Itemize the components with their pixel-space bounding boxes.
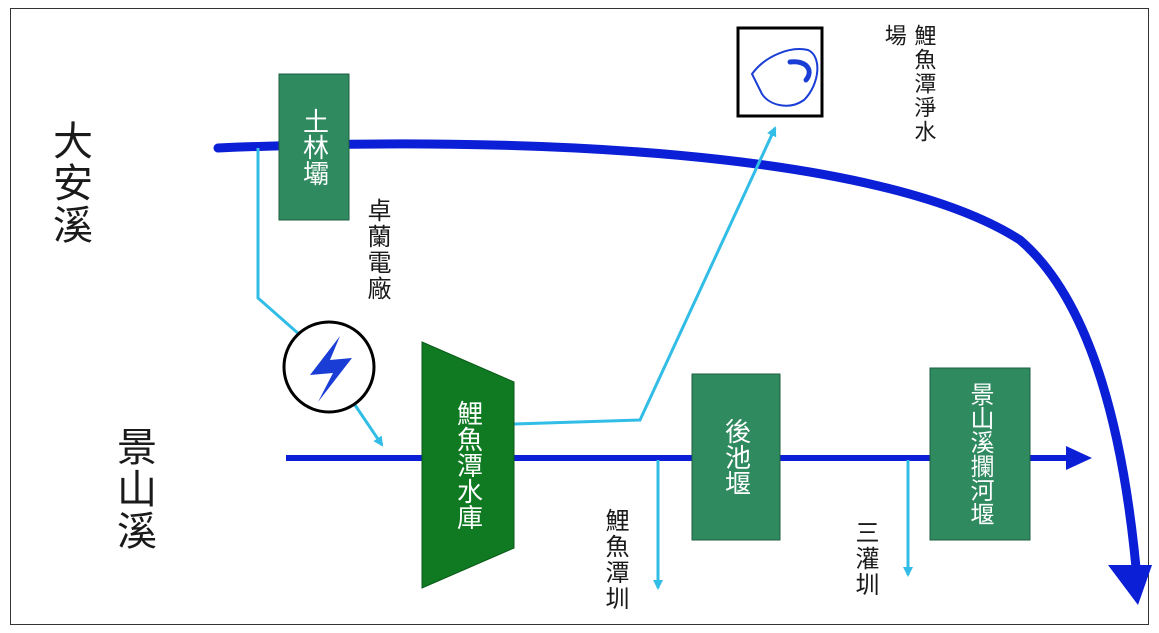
water-drop-icon (750, 48, 819, 107)
liyutan-reservoir-shape (421, 341, 515, 589)
treatment-plant-label: 鯉魚潭淨水場 (880, 24, 936, 144)
plant-to-reservoir-line (353, 404, 384, 447)
sanguan-canal-label: 三灌圳 (851, 520, 879, 598)
jingshan-river-label: 景山溪 (110, 426, 156, 552)
liyutan-reservoir-label: 鯉魚潭水庫 (452, 400, 483, 530)
lightning-bolt-icon (310, 336, 352, 402)
daan-river-arrowhead (1108, 565, 1152, 605)
houchi-weir-label: 後池堰 (720, 418, 751, 496)
daan-river-line (213, 139, 1143, 595)
diagram-frame (10, 8, 1149, 625)
supply-to-treatment-line (513, 126, 777, 426)
zhuolan-plant-label: 卓蘭電廠 (363, 198, 391, 302)
shilin-weir-box (278, 73, 350, 221)
water-drop-highlight (787, 59, 812, 83)
jingshan-weir-box (929, 367, 1031, 541)
shilin-weir-label: 土林壩 (298, 108, 329, 186)
jingshan-weir-label: 景山溪攔河堰 (966, 382, 994, 526)
daan-river-label: 大安溪 (46, 120, 92, 246)
jingshan-river-arrowhead (1066, 446, 1092, 470)
diversion-line (256, 148, 301, 337)
houchi-weir-box (691, 373, 781, 541)
liyutan-canal-label: 鯉魚潭圳 (601, 508, 629, 612)
